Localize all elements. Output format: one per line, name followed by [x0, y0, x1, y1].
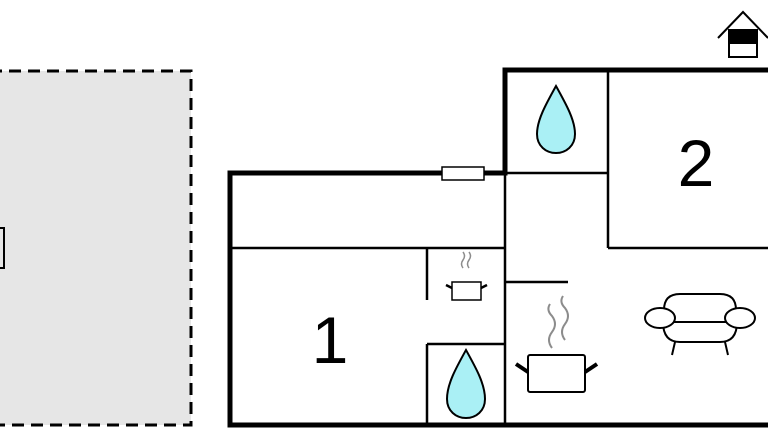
terrace-area	[0, 69, 193, 427]
bathroom-drop-icon	[445, 347, 487, 420]
room-2-label: 2	[678, 126, 715, 200]
entrance-house-icon	[717, 10, 768, 58]
terrace-furniture-icon	[0, 227, 5, 269]
room-1-label: 1	[312, 303, 349, 377]
interior-walls	[230, 70, 768, 425]
sofa-icon	[644, 293, 756, 356]
bathroom-drop-icon	[535, 83, 577, 155]
kitchen-pot-icon	[445, 251, 488, 301]
kitchen-pot-icon	[514, 295, 599, 393]
window-icon	[441, 166, 485, 181]
outer-walls	[227, 67, 768, 428]
